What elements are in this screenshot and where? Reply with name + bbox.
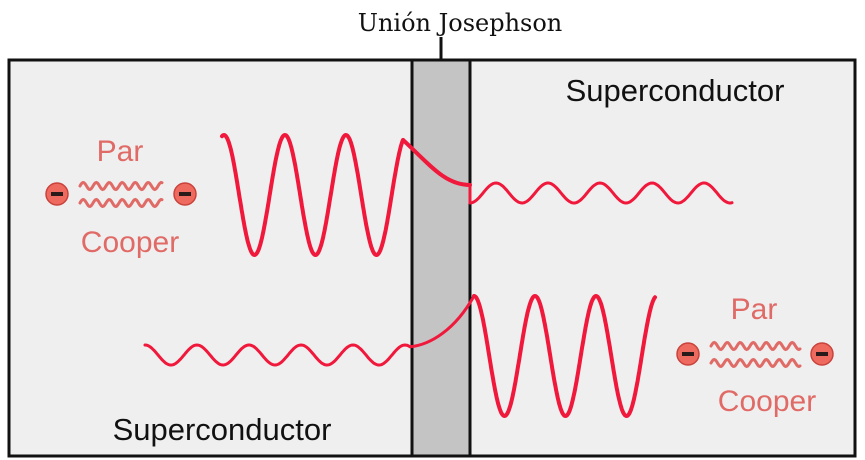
pair-label-left-line1: Par [97, 135, 144, 168]
superconductor-label-right: Superconductor [566, 73, 785, 108]
pair-label-right-line1: Par [731, 293, 778, 326]
superconductor-label-left: Superconductor [113, 412, 332, 447]
left-superconductor-region [9, 60, 412, 456]
junction-title: Unión Josephson [358, 9, 563, 37]
junction-barrier [412, 60, 470, 456]
electron-icon-right-b [811, 343, 833, 365]
pair-label-left-line2: Cooper [81, 226, 179, 259]
electron-icon-left-a [46, 183, 68, 205]
electron-icon-right-a [677, 343, 699, 365]
pair-label-right-line2: Cooper [718, 385, 816, 418]
electron-icon-left-b [174, 183, 196, 205]
